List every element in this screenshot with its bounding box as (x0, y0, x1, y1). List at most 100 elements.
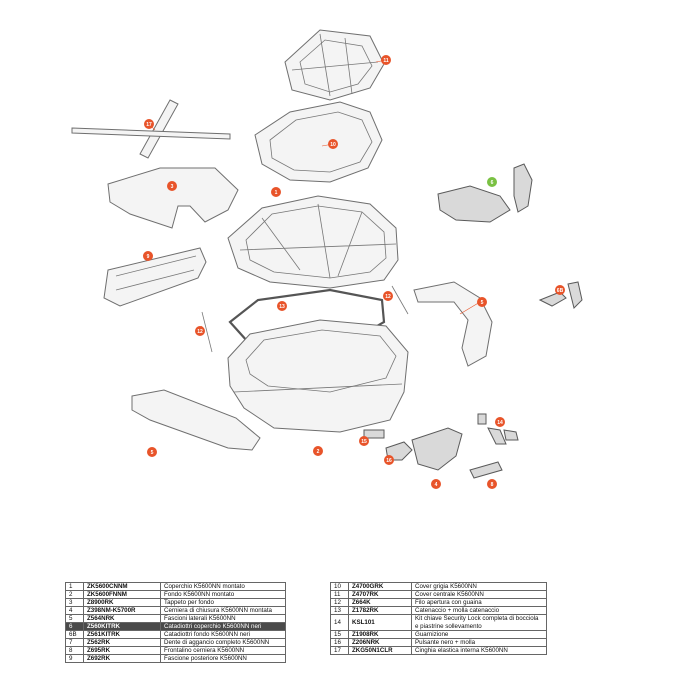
part-number: 12 (330, 598, 349, 607)
callout-6: 9 (143, 251, 153, 261)
callout-circle (144, 119, 154, 129)
part-hinge (411, 427, 463, 471)
callout-label: 6 (491, 180, 494, 186)
part-description: Pulsante nero + molla (411, 638, 547, 647)
callout-circle (487, 177, 497, 187)
part-code: Z564NRK (83, 614, 161, 623)
part-grey-cover (254, 101, 383, 183)
callout-circle (381, 55, 391, 65)
part-base-reflectors (538, 281, 583, 309)
part-description: Coperchio K5600NN montato (160, 582, 286, 591)
part-description: Fascione posteriore K5600NN (160, 654, 286, 663)
part-number: 9 (65, 654, 84, 663)
part-number: 8 (65, 646, 84, 655)
part-code: ZKG50N1CLR (348, 646, 412, 655)
part-number: 6B (65, 630, 84, 639)
callout-label: 16 (386, 458, 392, 464)
callout-3: 3 (167, 181, 177, 191)
callout-circle (555, 285, 565, 295)
part-code: Z664K (348, 598, 412, 607)
part-description: Cerniera di chiusura K5600NN montata (160, 606, 286, 615)
part-number: 5 (65, 614, 84, 623)
part-number: 6 (65, 622, 84, 631)
part-description: Guarnizione (411, 630, 547, 639)
callout-label: 10 (330, 142, 336, 148)
callout-16: 14 (495, 417, 505, 427)
part-code: Z1908RK (348, 630, 412, 639)
part-description: Tappeto per fondo (160, 598, 286, 607)
callout-label: 11 (383, 58, 389, 64)
callout-15: 16 (384, 455, 394, 465)
callout-circle (477, 297, 487, 307)
part-code: KSL101 (348, 614, 412, 631)
part-code: Z206NRK (348, 638, 412, 647)
part-number: 11 (330, 590, 349, 599)
callout-0: 11 (381, 55, 391, 65)
callout-5: 6 (487, 177, 497, 187)
callout-label: 1 (275, 190, 278, 196)
part-side-band-right (413, 281, 493, 367)
callout-circle (328, 139, 338, 149)
part-code: Z4700GRK (348, 582, 412, 591)
callout-label: 4 (435, 482, 438, 488)
callout-circle (359, 436, 369, 446)
callout-circle (487, 479, 497, 489)
callout-label: 12 (197, 329, 203, 335)
part-code: Z562RK (83, 638, 161, 647)
part-code: Z8900RK (83, 598, 161, 607)
callout-label: 13 (279, 304, 285, 310)
part-number: 16 (330, 638, 349, 647)
callout-circle (313, 446, 323, 456)
part-rear-band (103, 247, 207, 307)
callout-4: 1 (271, 187, 281, 197)
callout-label: 5 (481, 300, 484, 306)
part-number: 15 (330, 630, 349, 639)
callout-17: 4 (431, 479, 441, 489)
part-lid-reflectors (437, 163, 533, 223)
part-description: Dente di aggancio completo K5600NN (160, 638, 286, 647)
part-description: Kit chiave Security Lock completa di boc… (411, 614, 547, 631)
callout-circle (384, 455, 394, 465)
part-description: Frontalino cerniera K5600NN (160, 646, 286, 655)
part-side-band-left (131, 389, 261, 451)
callout-18: 8 (487, 479, 497, 489)
callout-2: 10 (328, 139, 338, 149)
part-opening-cables (201, 285, 409, 353)
part-code: Z561KITRK (83, 630, 161, 639)
part-base (227, 319, 409, 433)
part-code: Z398NM-K5700R (83, 606, 161, 615)
callout-11: 6B (555, 285, 565, 295)
part-number: 3 (65, 598, 84, 607)
part-number: 17 (330, 646, 349, 655)
callout-circle (277, 301, 287, 311)
callout-label: 14 (497, 420, 503, 426)
part-code: Z4707RK (348, 590, 412, 599)
part-description: Catenaccio + molla catenaccio (411, 606, 547, 615)
callout-circle (195, 326, 205, 336)
callout-label: 15 (361, 439, 367, 445)
part-description: Catadiottri fondo K5600NN neri (160, 630, 286, 639)
part-key-kit (477, 413, 519, 445)
callout-14: 15 (359, 436, 369, 446)
part-elastic-strap (71, 99, 231, 159)
callout-9: 12 (195, 326, 205, 336)
part-number: 13 (330, 606, 349, 615)
callout-circle (143, 251, 153, 261)
callout-label: 6B (557, 288, 564, 294)
part-number: 1 (65, 582, 84, 591)
callout-label: 17 (146, 122, 152, 128)
callout-1: 17 (144, 119, 154, 129)
part-code: Z692RK (83, 654, 161, 663)
